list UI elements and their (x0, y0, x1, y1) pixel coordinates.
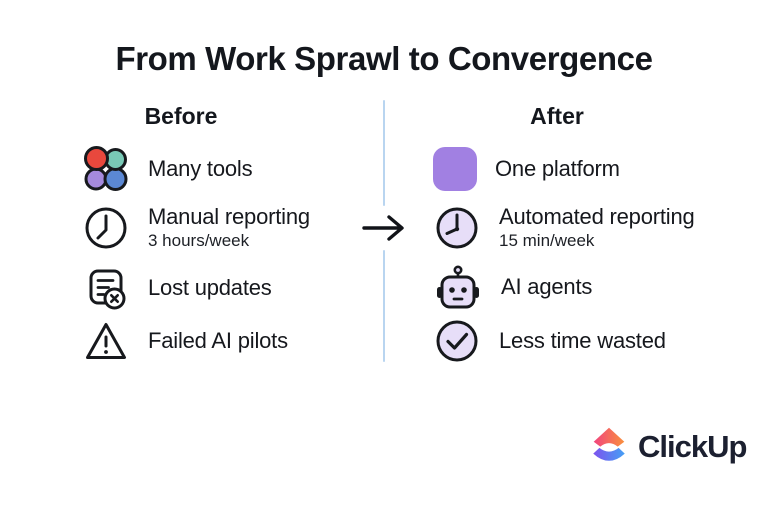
item-label: Less time wasted (499, 327, 666, 353)
robot-icon (433, 262, 483, 312)
before-row-manual-reporting: Manual reporting 3 hours/week (82, 204, 310, 252)
item-label: AI agents (501, 273, 593, 299)
before-column-header: Before (144, 103, 218, 129)
page-title: From Work Sprawl to Convergence (115, 40, 653, 77)
many-tools-icon (82, 145, 130, 193)
column-divider-top (383, 100, 385, 206)
column-divider-bottom (383, 250, 385, 362)
clickup-logo: ClickUp (588, 424, 747, 470)
after-row-ai-agents: AI agents (433, 262, 592, 312)
clock-icon (82, 204, 130, 252)
lost-updates-icon (82, 264, 130, 312)
item-sublabel: 15 min/week (499, 231, 595, 251)
warning-icon (82, 317, 130, 365)
item-label: Many tools (148, 155, 253, 181)
after-row-automated-reporting: Automated reporting 15 min/week (433, 204, 695, 252)
check-circle-icon (433, 317, 481, 365)
item-label: Lost updates (148, 274, 272, 300)
item-label: Manual reporting (148, 204, 310, 230)
before-row-failed-ai-pilots: Failed AI pilots (82, 317, 288, 365)
right-arrow-icon (361, 209, 409, 247)
after-row-one-platform: One platform (433, 147, 620, 191)
item-label: One platform (495, 155, 620, 181)
item-sublabel: 3 hours/week (148, 231, 250, 251)
clickup-wordmark: ClickUp (638, 429, 747, 464)
platform-square-icon (433, 147, 477, 191)
before-row-many-tools: Many tools (82, 145, 253, 193)
clickup-logo-icon (588, 424, 630, 470)
item-label: Automated reporting (499, 204, 695, 230)
clock-filled-icon (433, 204, 481, 252)
after-row-less-time-wasted: Less time wasted (433, 317, 666, 365)
after-column-header: After (530, 103, 584, 129)
before-row-lost-updates: Lost updates (82, 264, 272, 312)
item-label: Failed AI pilots (148, 327, 288, 353)
